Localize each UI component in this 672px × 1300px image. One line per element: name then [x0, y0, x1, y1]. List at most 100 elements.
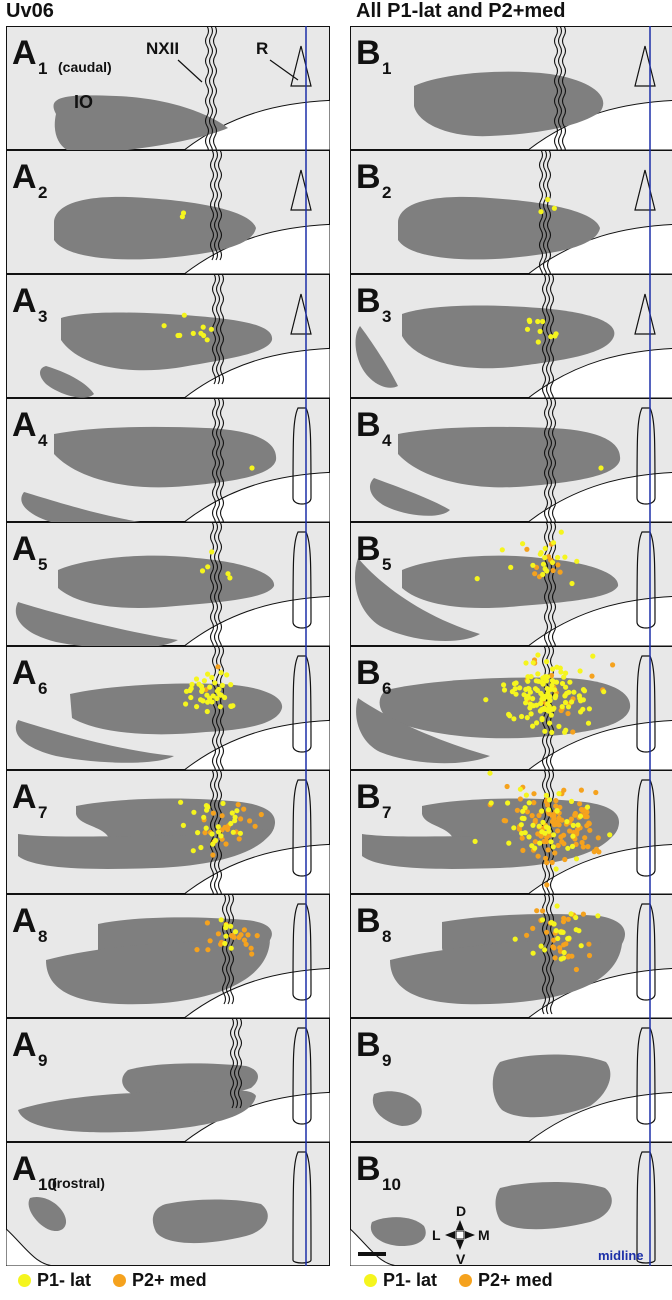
p1-cell-dot — [200, 324, 206, 330]
p1-cell-dot — [538, 209, 544, 215]
p2-cell-dot — [569, 953, 575, 959]
p1-cell-dot — [505, 800, 511, 806]
io-lamella — [354, 558, 480, 641]
p1-cell-dot — [585, 720, 592, 726]
p1-cell-dot — [521, 692, 527, 698]
panel-letter: B — [356, 778, 381, 816]
p1-cell-dot — [535, 339, 541, 345]
p1-cell-dot — [209, 549, 215, 555]
p1-cell-dot — [555, 554, 561, 561]
panel-number: 3 — [38, 307, 47, 326]
p1-cell-dot — [218, 833, 224, 839]
nerve-xii-fiber — [213, 770, 219, 894]
p1-cell-dot — [560, 955, 567, 961]
p1-cell-dot — [573, 856, 580, 862]
p1-cell-dot — [526, 834, 532, 840]
p1-cell-dot — [183, 701, 189, 707]
io-nucleus — [28, 1196, 67, 1232]
p1-cell-dot — [501, 687, 508, 693]
orientation-compass-icon — [445, 1220, 475, 1250]
ventral-white-region — [527, 348, 672, 398]
io-lamella — [362, 828, 618, 869]
p1-cell-dot — [190, 848, 196, 854]
p1-cell-dot — [545, 196, 551, 203]
io-lamella — [356, 698, 490, 764]
p1-cell-dot — [232, 929, 239, 935]
p1-cell-dot — [541, 695, 547, 702]
panel-number: 1 — [382, 59, 391, 78]
p1-cell-dot — [205, 564, 211, 570]
p2-cell-dot — [552, 821, 558, 827]
p1-cell-dot — [558, 529, 564, 535]
p2-swatch-icon — [113, 1274, 127, 1287]
ventral-white-region — [183, 223, 330, 274]
nerve-xii-fiber — [561, 26, 567, 150]
p1-cell-dot — [542, 545, 548, 551]
p1-cell-dot — [488, 800, 494, 806]
io-lamella — [369, 478, 450, 516]
p1-cell-dot — [540, 571, 546, 578]
io-lamella — [355, 326, 398, 388]
p1-cell-dot — [554, 808, 560, 814]
nerve-xii-fiber — [209, 150, 215, 261]
raphe-outline — [636, 779, 656, 877]
p1-cell-dot — [193, 676, 200, 682]
p1-cell-dot — [553, 693, 559, 699]
legend-item-p2: P2+ med — [459, 1270, 553, 1291]
p2-cell-dot — [243, 941, 249, 947]
p1-cell-dot — [586, 706, 592, 712]
ventral-white-region — [527, 720, 672, 770]
p2-swatch-icon — [459, 1274, 473, 1287]
p2-cell-dot — [534, 908, 540, 914]
p1-cell-dot — [539, 917, 546, 923]
p2-cell-dot — [524, 546, 530, 552]
p1-cell-dot — [566, 935, 572, 941]
p2-cell-dot — [241, 806, 247, 812]
p1-cell-dot — [228, 945, 234, 951]
p1-cell-dot — [573, 927, 579, 933]
p1-cell-dot — [525, 693, 531, 699]
panel-letter: A — [12, 34, 37, 72]
p1-cell-dot — [554, 903, 560, 909]
p1-cell-dot — [545, 674, 551, 680]
p1-cell-dot — [544, 568, 550, 574]
p1-cell-dot — [523, 792, 529, 798]
p1-cell-dot — [249, 465, 255, 471]
legend-label-p1: P1- lat — [383, 1270, 438, 1290]
p1-cell-dot — [530, 822, 536, 828]
panel-number: 2 — [382, 183, 391, 202]
p2-cell-dot — [545, 847, 551, 853]
p1-cell-dot — [535, 652, 541, 658]
p1-cell-dot — [223, 925, 229, 931]
p1-cell-dot — [562, 693, 568, 699]
panel-number: 3 — [382, 307, 391, 326]
legend-b: P1- lat P2+ med — [364, 1270, 575, 1291]
io-lamella — [152, 1199, 268, 1244]
p2-cell-dot — [204, 920, 210, 926]
p2-cell-dot — [584, 823, 590, 829]
io-lamella — [21, 492, 141, 522]
p2-cell-dot — [563, 941, 569, 947]
nerve-xii-fiber — [229, 1018, 235, 1109]
p1-cell-dot — [179, 214, 185, 220]
nerve-xii-fiber — [213, 150, 219, 261]
p1-cell-dot — [228, 682, 234, 688]
p1-cell-dot — [561, 674, 567, 680]
p2-cell-dot — [577, 801, 583, 807]
p1-cell-dot — [548, 334, 554, 340]
panel-letter: B — [356, 530, 381, 568]
p2-cell-dot — [514, 807, 520, 813]
panel-number: 5 — [38, 555, 47, 574]
p2-cell-dot — [562, 856, 568, 863]
p1-cell-dot — [501, 682, 507, 688]
p2-cell-dot — [589, 673, 595, 679]
legend-label-p2: P2+ med — [478, 1270, 553, 1290]
p2-cell-dot — [557, 945, 563, 951]
raphe-outline — [636, 531, 656, 629]
p1-cell-dot — [499, 547, 505, 553]
p1-cell-dot — [535, 318, 541, 325]
nxii-label: NXII — [146, 39, 179, 58]
